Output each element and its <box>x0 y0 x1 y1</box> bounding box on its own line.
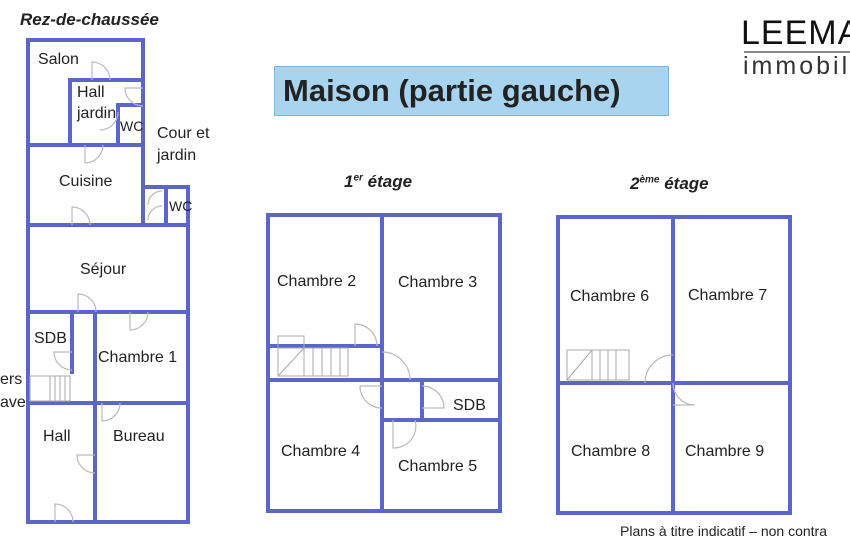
ground-wall-lower <box>26 223 190 524</box>
label-cour-line2: jardin <box>157 147 197 164</box>
label-cour-line1: Cour et <box>157 125 210 142</box>
room-cuisine: Cuisine <box>59 173 113 190</box>
room-chambre-1: Chambre 1 <box>98 349 178 366</box>
heading-superscript: ème <box>639 174 660 186</box>
room-chambre-8: Chambre 8 <box>571 443 651 460</box>
room-chambre-9: Chambre 9 <box>685 443 765 460</box>
heading-superscript: er <box>353 172 363 184</box>
room-sdb-ground: SDB <box>34 330 67 347</box>
second-floor-heading: 2ème étage <box>630 174 709 194</box>
logo-subtitle: immobili <box>743 52 850 80</box>
logo-divider <box>744 51 850 53</box>
room-chambre-6: Chambre 6 <box>570 288 650 305</box>
room-chambre-5: Chambre 5 <box>398 458 478 475</box>
wc1-wall <box>116 103 145 147</box>
room-sdb-first: SDB <box>453 397 486 414</box>
label-cave-line1: ers <box>0 371 23 388</box>
room-wc-2: WC <box>169 198 193 214</box>
walls <box>26 38 792 524</box>
heading-text: étage <box>659 174 709 193</box>
room-hall-jardin-line1: Hall <box>77 84 105 101</box>
logo-name: LEEMAN <box>741 14 850 52</box>
heading-number: 1 <box>344 172 354 191</box>
heading-number: 2 <box>630 174 640 193</box>
first-floor-heading: 1er étage <box>344 172 412 192</box>
hall-jardin-wall <box>68 78 145 147</box>
page-title: Maison (partie gauche) <box>274 66 669 116</box>
heading-text: étage <box>362 172 413 191</box>
room-chambre-2: Chambre 2 <box>277 273 357 290</box>
staircases <box>29 335 630 402</box>
label-cave-line2: ave <box>0 394 26 411</box>
room-hall: Hall <box>43 428 71 445</box>
ground-floor-heading: Rez-de-chaussée <box>20 10 159 29</box>
room-chambre-3: Chambre 3 <box>398 274 478 291</box>
room-chambre-7: Chambre 7 <box>688 287 768 304</box>
room-chambre-4: Chambre 4 <box>281 443 361 460</box>
disclaimer: Plans à titre indicatif – non contra <box>620 523 828 539</box>
doors <box>53 61 696 523</box>
room-wc-1: WC <box>120 118 144 134</box>
room-salon: Salon <box>38 51 79 68</box>
room-hall-jardin-line2: jardin <box>77 105 117 122</box>
room-sejour: Séjour <box>80 261 127 278</box>
room-bureau: Bureau <box>113 428 165 445</box>
